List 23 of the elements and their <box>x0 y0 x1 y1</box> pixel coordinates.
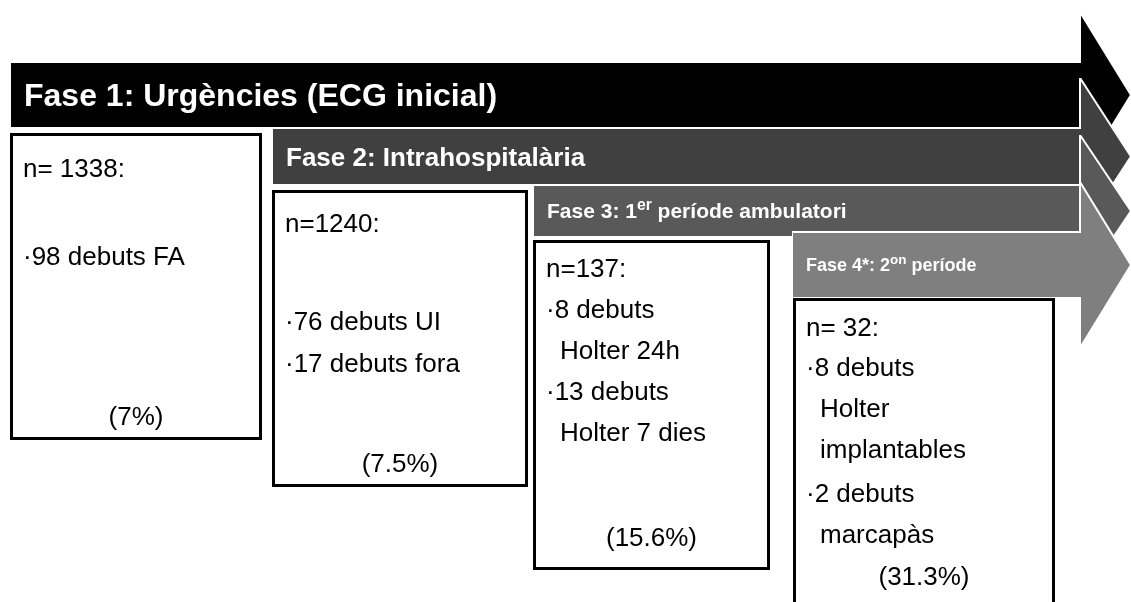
phase-title: Fase 3: 1$^{er}$ període ambulatori <box>547 197 847 224</box>
box-text: ·8 debuts Holter 24h <box>546 293 681 367</box>
box-text: n=1240: <box>285 207 380 240</box>
data-box <box>10 133 262 440</box>
box-text: ·17 debuts fora <box>285 347 460 380</box>
box-text: (7%) <box>107 400 165 433</box>
box-text: ·76 debuts UI <box>285 305 442 338</box>
box-text: n= 32: <box>806 311 879 344</box>
box-text: (15.6%) <box>604 521 698 554</box>
phase-title: Fase 2: Intrahospitalària <box>286 140 586 173</box>
box-text: ·2 debuts marcapàs <box>806 477 936 551</box>
phase-title: Fase 4*: 2$^{on}$ període <box>806 253 977 277</box>
box-text: ·98 debuts FA <box>23 240 185 273</box>
box-text: n= 1338: <box>23 152 125 185</box>
data-box <box>793 298 1055 602</box>
box-text: ·13 debuts Holter 7 dies <box>546 375 707 449</box>
box-text: (7.5%) <box>360 447 440 480</box>
box-text: ·8 debuts Holter implantables <box>806 351 967 466</box>
phase-title: Fase 1: Urgències (ECG inicial) <box>24 76 498 115</box>
data-box <box>272 190 528 487</box>
box-text: (31.3%) <box>877 560 971 593</box>
box-text: n=137: <box>546 252 627 285</box>
data-box <box>533 240 770 570</box>
